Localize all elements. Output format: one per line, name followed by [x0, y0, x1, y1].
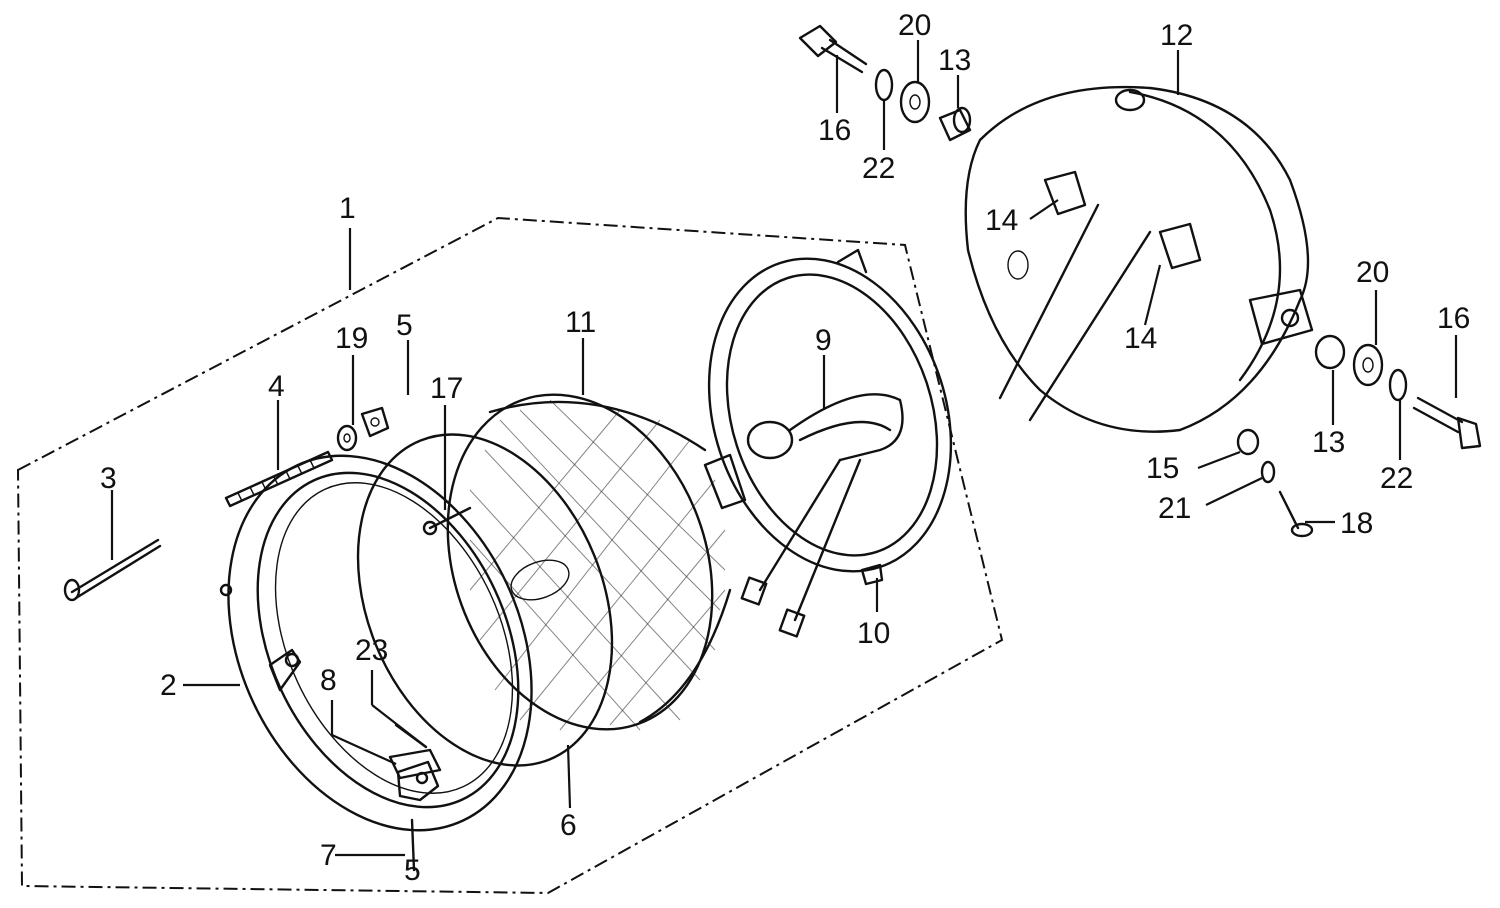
- part-18-screw: [1278, 490, 1314, 538]
- part-20-washer-upper: [899, 80, 931, 124]
- callout-1: 1: [339, 192, 356, 225]
- callout-14-lower: 14: [1124, 322, 1157, 355]
- callout-5: 5: [396, 309, 413, 342]
- part-10-mounting-ring: [707, 248, 953, 586]
- part-3-screw: [63, 538, 162, 602]
- part-16-bolt-upper: [798, 24, 868, 74]
- part-13-collar-lower: [1314, 334, 1346, 370]
- part-22-lock-washer-lower: [1388, 368, 1408, 402]
- callout-10: 10: [857, 617, 890, 650]
- callout-2: 2: [160, 669, 177, 702]
- callout-22-lower: 22: [1380, 462, 1413, 495]
- assembly-boundary: [16, 216, 1004, 895]
- part-19-nut: [336, 424, 358, 452]
- callout-3: 3: [100, 462, 117, 495]
- callout-18: 18: [1340, 507, 1373, 540]
- part-16-bolt-lower: [1412, 396, 1482, 450]
- part-12-headlight-case: [964, 85, 1314, 433]
- callout-7: 7: [320, 839, 337, 872]
- callout-20-upper: 20: [898, 9, 931, 42]
- callout-22-upper: 22: [862, 152, 895, 185]
- callout-13-upper: 13: [938, 44, 971, 77]
- part-15-nut: [1236, 428, 1260, 456]
- callout-17: 17: [430, 372, 463, 405]
- callout-15: 15: [1146, 452, 1179, 485]
- callout-20-lower: 20: [1356, 256, 1389, 289]
- part-21-washer: [1260, 460, 1276, 484]
- part-5-plate: [360, 406, 390, 438]
- callout-23: 23: [355, 634, 388, 667]
- callout-9: 9: [815, 324, 832, 357]
- callout-12: 12: [1160, 19, 1193, 52]
- callout-labels: 1 2 3 4 5 5 6 7 8 9 10 11 12 13 13 14 14…: [100, 9, 1470, 887]
- callout-4: 4: [268, 370, 285, 403]
- callout-13-lower: 13: [1312, 426, 1345, 459]
- callout-16-lower: 16: [1437, 302, 1470, 335]
- part-22-lock-washer-upper: [874, 68, 894, 102]
- part-2-headlight-rim: [219, 454, 533, 832]
- part-11-sealed-beam-lens: [446, 393, 747, 731]
- callout-5-bottom: 5: [404, 854, 421, 887]
- callout-21: 21: [1158, 492, 1191, 525]
- callout-16-upper: 16: [818, 114, 851, 147]
- callout-19: 19: [335, 322, 368, 355]
- part-20-washer-lower: [1352, 343, 1384, 387]
- callout-14-upper: 14: [985, 204, 1018, 237]
- leader-lines: [110, 40, 1458, 857]
- callout-8: 8: [320, 664, 337, 697]
- part-13-collar-upper: [938, 106, 972, 142]
- part-7-screw: [410, 818, 416, 872]
- callout-11: 11: [565, 306, 596, 339]
- part-17-screw: [422, 506, 472, 536]
- callout-6: 6: [560, 809, 577, 842]
- part-9-socket-harness: [740, 393, 904, 638]
- part-8-clip: [388, 748, 442, 780]
- part-6-seal-ring: [356, 433, 614, 767]
